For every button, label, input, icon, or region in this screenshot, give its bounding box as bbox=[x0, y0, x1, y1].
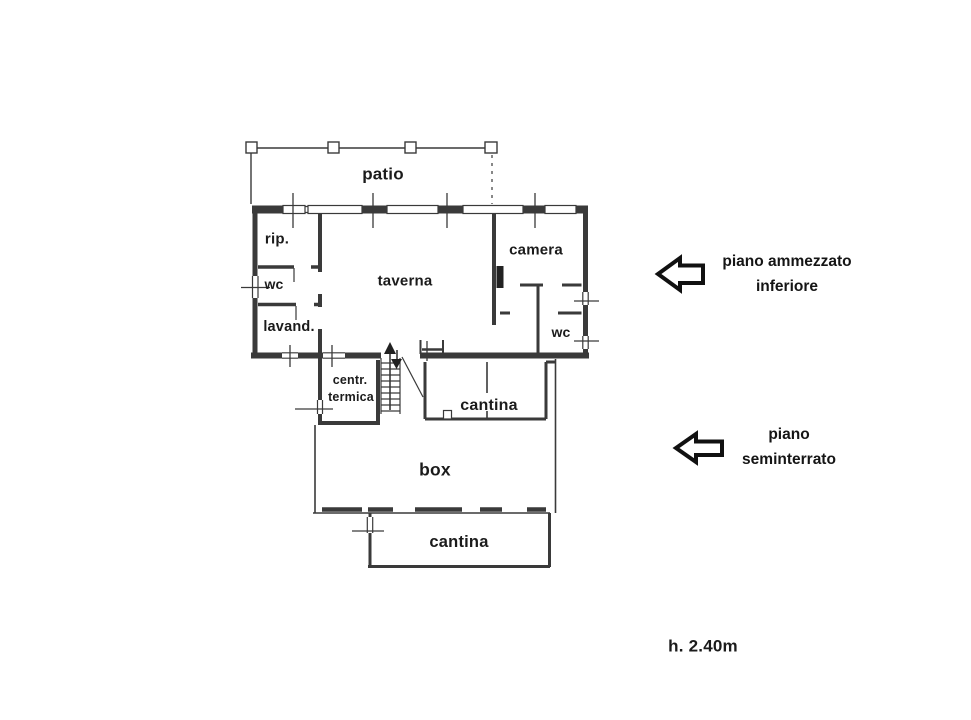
upper-floor-partitions bbox=[258, 213, 582, 355]
annotation-floor1: piano ammezzato inferiore bbox=[722, 250, 851, 300]
cantina-upper-walls bbox=[423, 360, 556, 421]
staircase bbox=[380, 342, 424, 414]
room-label-rip: rip. bbox=[264, 230, 290, 248]
camera-door-leaf bbox=[496, 266, 504, 288]
left-arrow-icon bbox=[672, 430, 724, 466]
patio-pillar bbox=[404, 141, 417, 154]
door-leaves bbox=[293, 268, 297, 320]
room-label-wc-left: wc bbox=[264, 276, 284, 292]
cantina-lower-window-faces bbox=[366, 517, 374, 533]
stair-down-arrow-head bbox=[391, 359, 402, 369]
stair-up-arrow-head bbox=[384, 342, 396, 354]
annotation-floor2: piano seminterrato bbox=[742, 423, 836, 473]
annotation-floor2-line1: piano bbox=[768, 426, 810, 444]
annotation-height-note: h. 2.40m bbox=[668, 636, 738, 656]
upper-floor-outer-walls bbox=[251, 204, 589, 359]
window-ticks bbox=[241, 193, 599, 532]
stair-diagonal bbox=[401, 356, 424, 398]
patio-outline bbox=[250, 147, 496, 204]
cantina-lower-walls bbox=[368, 513, 551, 568]
patio-pillar bbox=[484, 141, 498, 154]
room-label-box: box bbox=[419, 459, 451, 480]
room-label-centr-termica-line2: termica bbox=[328, 389, 374, 404]
stair-opening-stubs bbox=[419, 340, 444, 354]
room-label-cantina-lower: cantina bbox=[429, 532, 489, 551]
top-wall-window-sills bbox=[282, 204, 577, 215]
cantina-door-jamb bbox=[442, 409, 453, 420]
room-label-cantina-upper: cantina bbox=[460, 397, 518, 414]
left-arrow-icon bbox=[654, 254, 705, 294]
room-label-centr-termica-line1: centr. bbox=[332, 372, 368, 387]
room-label-lavand: lavand. bbox=[263, 318, 315, 335]
patio-pillar bbox=[327, 141, 340, 154]
room-label-taverna: taverna bbox=[377, 272, 433, 290]
camera-wc-walls bbox=[500, 283, 582, 354]
room-label-patio: patio bbox=[362, 164, 404, 184]
annotation-floor1-line2: inferiore bbox=[755, 278, 819, 295]
box-walls bbox=[313, 359, 557, 514]
annotation-floor2-line2: seminterrato bbox=[742, 451, 836, 468]
centr-termica-walls bbox=[318, 358, 380, 425]
centr-termica-window-faces bbox=[316, 400, 324, 414]
patio-pillar bbox=[245, 141, 258, 154]
basement-walls bbox=[313, 358, 557, 568]
room-label-wc-right: wc bbox=[551, 324, 571, 340]
patio-structure bbox=[245, 141, 498, 204]
room-label-camera: camera bbox=[509, 241, 563, 259]
annotation-floor1-line1: piano ammezzato bbox=[722, 253, 852, 271]
